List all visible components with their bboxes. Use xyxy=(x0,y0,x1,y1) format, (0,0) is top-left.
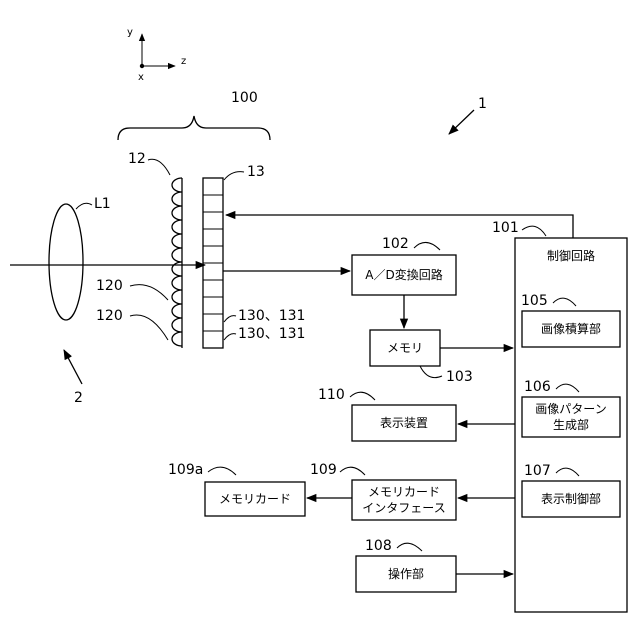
ref-incident: 2 xyxy=(74,390,83,406)
ref-sensor: 13 xyxy=(247,164,265,180)
card-interface-label-l2: インタフェース xyxy=(362,501,445,515)
ref-card: 109a xyxy=(168,462,203,478)
memory-label: メモリ xyxy=(387,341,423,355)
z-axis-label: z xyxy=(181,56,186,67)
ref-ad: 102 xyxy=(382,236,409,252)
lens-l1 xyxy=(49,204,83,320)
unit-brace xyxy=(118,116,270,140)
ref-microlens: 12 xyxy=(128,151,146,167)
ref-lens: L1 xyxy=(94,196,111,212)
ref-display-ctrl: 107 xyxy=(524,463,551,479)
ref-control: 101 xyxy=(492,220,519,236)
operation-leader xyxy=(397,543,422,551)
sensor-leader xyxy=(224,172,244,180)
pixel-a-leader xyxy=(224,316,236,322)
pattern-generator-label-l1: 画像パターン xyxy=(535,402,606,416)
control-circuit-label: 制御回路 xyxy=(547,248,595,263)
microlens-elem-b-leader xyxy=(130,315,168,340)
operation-unit-label: 操作部 xyxy=(388,566,424,581)
memory-leader xyxy=(420,366,442,378)
ref-operation: 108 xyxy=(365,538,392,554)
axes: y z x xyxy=(127,27,186,83)
microlens-elem-a-leader xyxy=(130,285,168,300)
pixel-b-leader xyxy=(224,334,236,340)
microlens-array xyxy=(172,178,182,346)
device-arrow xyxy=(449,110,474,134)
ref-memory: 103 xyxy=(446,369,473,385)
ref-device: 1 xyxy=(478,96,487,112)
sensor-pixel-grid xyxy=(203,195,223,331)
display-leader xyxy=(350,392,375,400)
control-to-sensor-arrow xyxy=(226,215,573,238)
display-device-label: 表示装置 xyxy=(380,416,428,430)
ref-microlens-elem-b: 120 xyxy=(96,308,123,324)
microlens-leader xyxy=(148,159,170,175)
ref-display: 110 xyxy=(318,387,345,403)
ad-leader xyxy=(414,242,440,250)
control-leader xyxy=(522,226,546,236)
x-axis-dot xyxy=(140,64,144,68)
ref-pixel-b: 130、131 xyxy=(238,326,305,342)
lens-leader xyxy=(76,203,92,209)
ref-card-if: 109 xyxy=(310,462,337,478)
card-if-leader xyxy=(340,467,365,475)
ref-pattern: 106 xyxy=(524,379,551,395)
y-axis-label: y xyxy=(127,27,133,38)
ref-integration: 105 xyxy=(521,293,548,309)
incident-arrow xyxy=(64,350,82,384)
card-leader xyxy=(208,467,236,475)
x-axis-label: x xyxy=(138,72,144,83)
memory-card-label: メモリカード xyxy=(219,492,291,506)
ref-pixel-a: 130、131 xyxy=(238,308,305,324)
ad-converter-label: A／D変換回路 xyxy=(365,267,442,282)
pattern-generator-label-l2: 生成部 xyxy=(553,417,589,432)
image-integration-label: 画像積算部 xyxy=(541,321,601,336)
ref-microlens-elem-a: 120 xyxy=(96,278,123,294)
display-controller-label: 表示制御部 xyxy=(541,491,601,506)
card-interface-label-l1: メモリカード xyxy=(368,485,440,499)
ref-unit: 100 xyxy=(231,90,258,106)
